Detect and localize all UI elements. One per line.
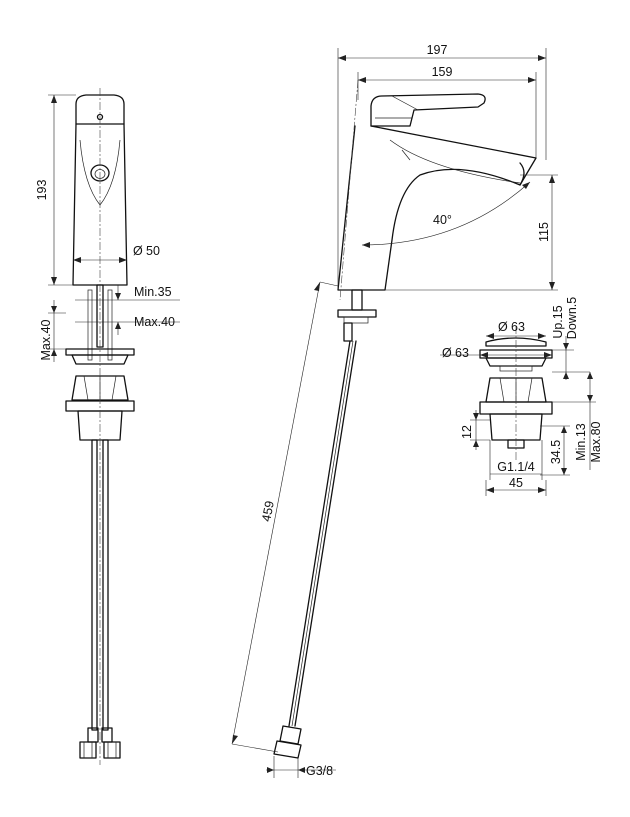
dim-lever-angle-label: 40°: [433, 213, 452, 227]
dim-thread-len-label: 12: [460, 425, 474, 439]
dim-max-len-label: Max.80: [589, 421, 603, 462]
dim-max-side-label: Max.40: [39, 319, 53, 360]
dim-down-label: Down.5: [565, 297, 579, 339]
dim-hose-thread-label: G3/8: [306, 764, 333, 778]
dim-body-len-label: 34.5: [549, 440, 563, 464]
dim-diameter-label: 50: [146, 244, 160, 258]
dim-hose-length-label: 459: [259, 500, 277, 523]
dim-diameter-symbol: Ø: [133, 244, 143, 258]
dim-min-thickness-label: Min.35: [134, 285, 172, 299]
dim-cap-top-symbol: Ø: [498, 320, 508, 334]
dim-up-label: Up.15: [551, 305, 565, 338]
dim-body-width-label: 45: [509, 476, 523, 490]
dim-cap-label: 63: [455, 346, 469, 360]
dim-min-len-label: Min.13: [574, 423, 588, 461]
dim-spout-reach-label: 159: [432, 65, 453, 79]
waste-view-dimensions: [440, 333, 596, 496]
dim-spout-height-label: 115: [537, 222, 551, 242]
front-view-dimensions: [48, 94, 180, 362]
dim-cap-symbol: Ø: [442, 346, 452, 360]
dim-cap-top-label: 63: [511, 320, 525, 334]
side-view-centerline: [339, 79, 359, 301]
dim-overall-reach-label: 197: [427, 43, 448, 57]
dim-thread-label: G1.1/4: [497, 460, 535, 474]
side-view-dimensions: [231, 48, 558, 778]
dim-height-label: 193: [35, 180, 49, 201]
side-view-faucet: [273, 93, 537, 759]
dim-max-thickness-label: Max.40: [134, 315, 175, 329]
